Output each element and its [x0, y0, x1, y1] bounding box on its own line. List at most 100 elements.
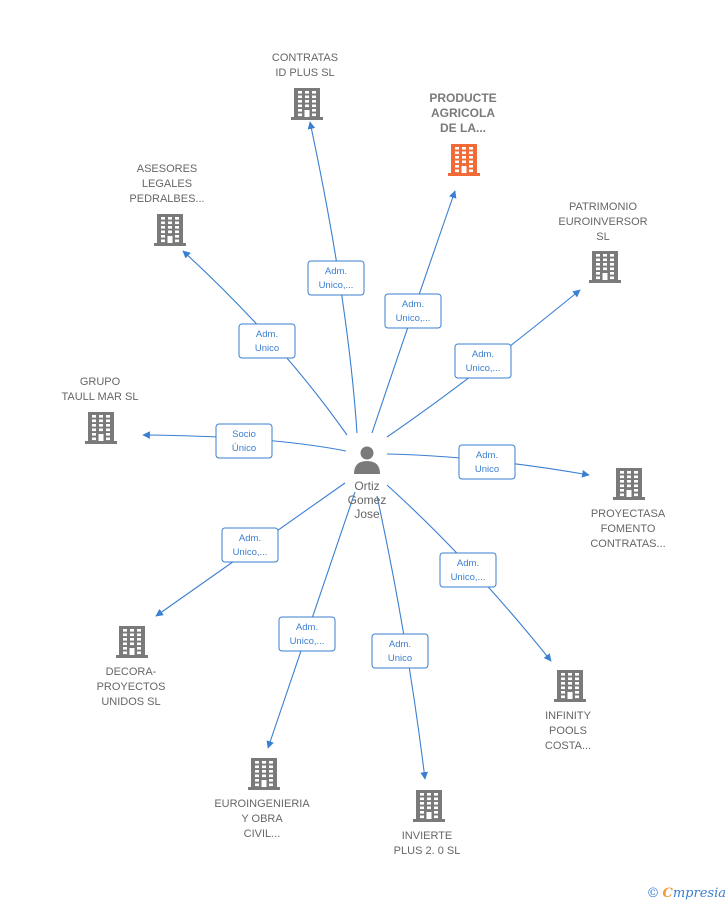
- edge-label-box: [238, 323, 296, 359]
- node-infinity[interactable]: INFINITY POOLS COSTA...: [545, 670, 592, 752]
- label-line: POOLS: [549, 725, 587, 737]
- building-icon: [613, 468, 645, 500]
- label-text: Adm. Unico,...: [233, 533, 268, 558]
- person-icon: [354, 446, 380, 474]
- label-line: ID PLUS SL: [275, 67, 334, 79]
- building-icon: [85, 412, 117, 444]
- label-text: PATRIMONIO EUROINVERSOR SL: [558, 201, 647, 243]
- edge-label-box: [439, 552, 497, 588]
- label-line: DECORA-: [106, 666, 157, 678]
- label-line: AGRICOLA: [431, 106, 495, 120]
- label-text: Adm. Unico: [475, 450, 499, 475]
- brand-logo: ©Cmpresia: [646, 886, 727, 901]
- edge-label-box: [221, 527, 279, 563]
- label-line: GRUPO: [80, 376, 121, 388]
- label-line: Adm.: [296, 622, 318, 633]
- label-line: EUROINVERSOR: [558, 216, 647, 228]
- label-line: LEGALES: [142, 178, 192, 190]
- label-line: Gomez: [348, 493, 387, 507]
- edge-euroingenieria[interactable]: Adm. Unico,...: [266, 491, 356, 749]
- building-icon: [291, 88, 323, 120]
- node-grupo[interactable]: GRUPO TAULL MAR SL: [61, 376, 139, 444]
- edge-infinity[interactable]: Adm.Unico,...: [386, 484, 552, 662]
- label-line: PLUS 2. 0 SL: [394, 845, 461, 857]
- label-line: SL: [596, 231, 609, 243]
- building-icon: [248, 758, 280, 790]
- label-line: Unico: [475, 464, 499, 475]
- label-line: PROYECTASA: [591, 508, 666, 520]
- label-line: DE LA...: [440, 121, 486, 135]
- copyright-icon: ©: [646, 886, 660, 901]
- label-line: Unico,...: [233, 547, 268, 558]
- label-line: CIVIL...: [244, 828, 281, 840]
- label-line: Adm.: [472, 349, 494, 360]
- label-text: Adm. Unico: [388, 639, 412, 664]
- node-invierte[interactable]: INVIERTE PLUS 2. 0 SL: [394, 790, 461, 857]
- label-line: PATRIMONIO: [569, 201, 637, 213]
- label-line: Adm.: [239, 533, 261, 544]
- label-line: Adm.: [476, 450, 498, 461]
- label-line: INFINITY: [545, 710, 591, 722]
- label-line: Unico,...: [290, 636, 325, 647]
- label-line: Unico,...: [466, 363, 501, 374]
- edge-contratas[interactable]: Adm.Unico,...: [307, 121, 365, 434]
- edge-invierte[interactable]: Adm. Unico: [371, 495, 429, 780]
- label-text: Adm.Unico,...: [319, 266, 354, 291]
- building-icon: [154, 214, 186, 246]
- label-line: INVIERTE: [402, 830, 453, 842]
- label-line: Unico: [388, 653, 412, 664]
- label-line: Y OBRA: [241, 813, 283, 825]
- edge-label-box: [307, 260, 365, 296]
- label-line: Jose: [354, 507, 380, 521]
- label-line: Unico: [255, 343, 279, 354]
- node-patrimonio[interactable]: PATRIMONIO EUROINVERSOR SL: [558, 201, 648, 283]
- label-line: Unico,...: [396, 313, 431, 324]
- label-line: Unico,...: [319, 280, 354, 291]
- building-icon: [554, 670, 586, 702]
- label-text: Adm. Unico: [255, 329, 279, 354]
- label-line: PEDRALBES...: [129, 193, 204, 205]
- edge-label-box: [384, 293, 442, 329]
- edge-label-box: [278, 616, 336, 652]
- edges-layer: Adm.Unico,...Adm.Unico,...Adm.UnicoAdm.U…: [142, 121, 590, 780]
- edge-label-box: [458, 444, 516, 480]
- edge-patrimonio[interactable]: Adm. Unico,...: [386, 289, 581, 438]
- label-line: Adm.: [457, 558, 479, 569]
- label-line: Ortiz: [354, 479, 379, 493]
- label-line: Adm.: [256, 329, 278, 340]
- label-line: COSTA...: [545, 740, 591, 752]
- edge-line: [266, 491, 356, 749]
- label-line: TAULL MAR SL: [61, 391, 138, 403]
- label-text: Adm. Unico,...: [290, 622, 325, 647]
- label-text: Adm.Unico,...: [396, 299, 431, 324]
- edge-asesores[interactable]: Adm. Unico: [182, 250, 348, 436]
- label-line: Socio: [232, 429, 256, 440]
- edge-decora[interactable]: Adm. Unico,...: [155, 482, 346, 617]
- building-icon: [448, 144, 480, 176]
- label-line: PROYECTOS: [97, 681, 166, 693]
- label-line: Adm.: [389, 639, 411, 650]
- edge-label-box: [454, 343, 512, 379]
- building-icon: [116, 626, 148, 658]
- label-line: FOMENTO: [601, 523, 656, 535]
- edge-proyectasa[interactable]: Adm. Unico: [386, 444, 590, 480]
- edge-producte[interactable]: Adm.Unico,...: [371, 190, 457, 434]
- label-line: Único: [232, 443, 256, 454]
